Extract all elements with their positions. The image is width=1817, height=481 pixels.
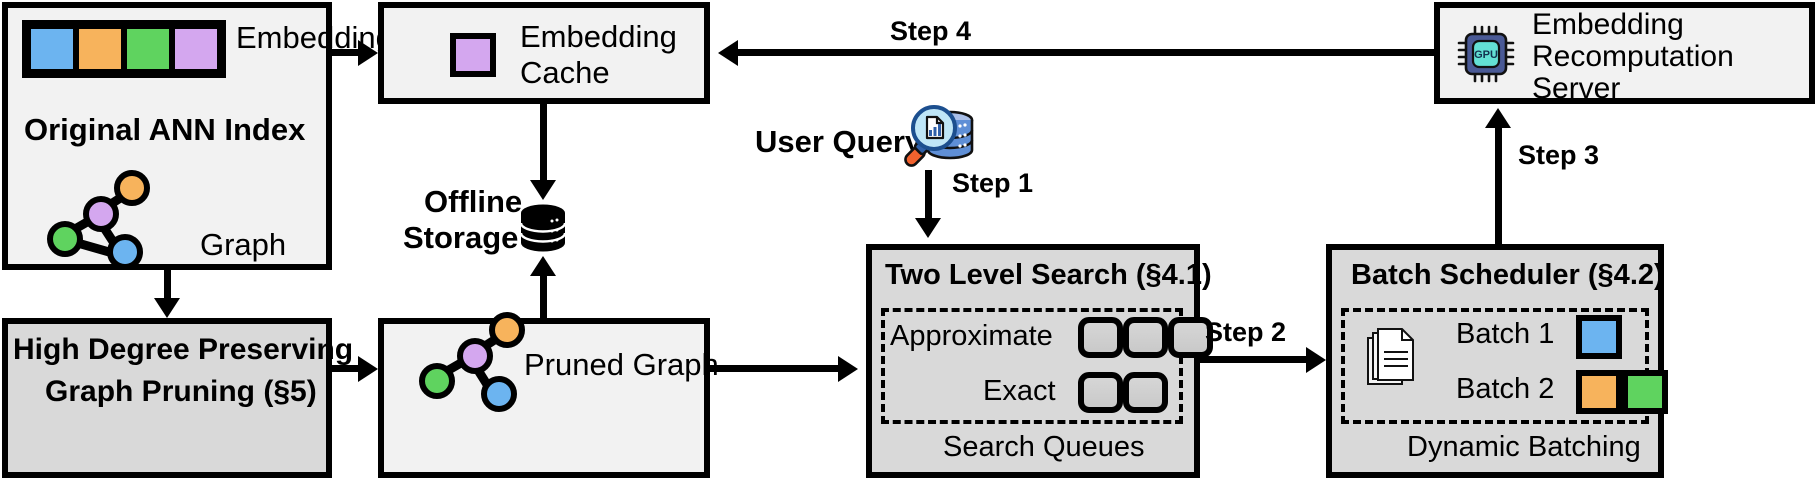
batch-2-swatch-green [1622,370,1668,414]
graph-label: Graph [200,227,287,262]
pruned-graph-label: Pruned Graph [524,347,719,382]
svg-text:GPU: GPU [1474,49,1498,61]
graph-pruning-title-line2: Graph Pruning (§5) [45,375,317,408]
batch-scheduler-title: Batch Scheduler (§4.2) [1351,259,1664,291]
embedding-cache-title-line2: Cache [520,55,610,90]
database-cylinder-icon [519,204,567,252]
graph-pruning-title-line1: High Degree Preserving [13,333,354,366]
pruned-node-orange [489,312,525,348]
pruned-node-blue [481,376,517,412]
batch-2-swatch-orange [1576,370,1622,414]
gpu-chip-icon: GPU [1457,25,1515,83]
pruned-node-green [419,363,455,399]
arrow-pruning-to-pruned-line [332,365,360,372]
arrow-pruned-to-search-line [710,365,838,372]
arrow-cache-to-storage-line [540,104,547,182]
two-level-search-box[interactable] [866,244,1200,478]
magnifier-database-icon [900,102,982,174]
arrow-index-to-cache-line [332,49,360,56]
dynamic-batching-footer: Dynamic Batching [1407,431,1641,463]
dynamic-batching-dashed-region [1341,308,1649,424]
pruned-node-purple [457,338,493,374]
embedding-swatch-blue [28,26,76,72]
batch-2-label: Batch 2 [1456,373,1555,405]
queue-row-label-exact: Exact [983,375,1056,407]
embedding-swatch-green [124,26,172,72]
recomputation-server-title-line1: Embedding [1532,8,1684,41]
step1-label: Step 1 [952,168,1034,198]
embedding-swatch-orange [76,26,124,72]
batch-1-swatch-blue [1576,315,1622,359]
queue-slot[interactable] [1123,317,1168,358]
arrow-step1-head [915,218,941,238]
arrow-index-to-pruning-head [154,298,180,318]
search-queues-dashed-region [881,308,1183,424]
arrow-step4-line [738,49,1434,56]
step4-label: Step 4 [890,16,972,46]
arrow-pruning-to-pruned-head [358,356,378,382]
recomputation-server-title-line3: Server [1532,72,1621,105]
graph-node-orange [114,170,150,206]
offline-storage-label-line1: Offline [424,184,523,219]
queue-row-label-approximate: Approximate [890,320,1053,352]
search-queues-footer: Search Queues [943,431,1145,463]
graph-pruning-box[interactable] [2,318,332,478]
user-query-label: User Query [755,124,923,159]
step3-label: Step 3 [1518,140,1600,170]
embedding-swatch-strip [22,20,226,78]
queue-slot[interactable] [1168,317,1213,358]
arrow-step1-line [925,170,932,222]
documents-stack-icon [1366,328,1418,390]
offline-storage-label-line2: Storage [403,220,519,255]
arrow-step3-head [1485,108,1511,128]
arrow-step3-line [1495,126,1502,246]
arrow-step2-line [1200,356,1308,363]
arrow-index-to-cache-head [358,40,378,66]
arrow-cache-to-storage-head [530,180,556,200]
graph-node-purple [83,196,119,232]
queue-slot[interactable] [1078,372,1123,413]
original-ann-index-title: Original ANN Index [24,112,306,147]
embedding-swatch-purple [172,26,220,72]
arrow-step4-head [718,40,738,66]
arrow-pruned-to-storage-head [530,256,556,276]
embedding-cache-box[interactable] [378,2,710,104]
arrow-pruned-to-search-head [838,356,858,382]
arrow-index-to-pruning-line [164,270,171,300]
embedding-cache-title-line1: Embedding [520,19,677,54]
embedding-cache-chip [450,33,496,77]
queue-slot[interactable] [1078,317,1123,358]
arrow-step2-head [1306,347,1326,373]
two-level-search-title: Two Level Search (§4.1) [885,259,1212,291]
queue-slot[interactable] [1123,372,1168,413]
batch-1-label: Batch 1 [1456,318,1555,350]
recomputation-server-title-line2: Recomputation [1532,40,1734,73]
step2-label: Step 2 [1205,317,1287,347]
graph-node-blue [107,234,143,270]
arrow-pruned-to-storage-line [540,276,547,322]
pruned-graph-box[interactable] [378,318,710,478]
graph-node-green [47,221,83,257]
